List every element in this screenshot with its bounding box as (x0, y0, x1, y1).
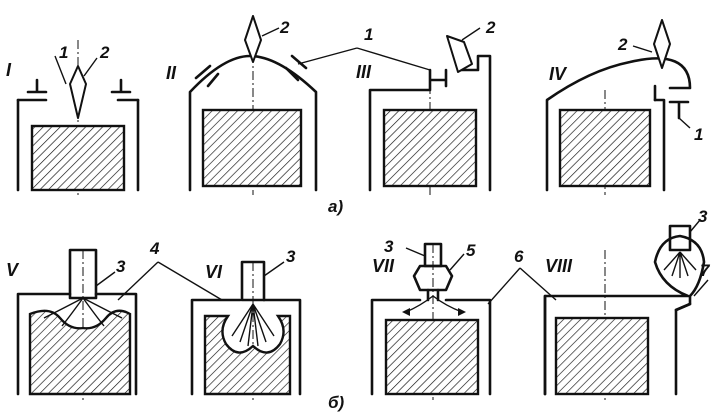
variant-label: IV (549, 64, 568, 84)
spark-plug-icon (653, 19, 671, 69)
spark-plug-icon (446, 35, 473, 73)
callout-number: 5 (466, 241, 476, 260)
callout-number: 4 (149, 239, 160, 258)
callout-number: 3 (286, 247, 296, 266)
chamber-variant-6 (190, 260, 302, 400)
variant-label: VII (372, 256, 395, 276)
chamber-variant-5 (16, 248, 138, 400)
chamber-variant-4 (545, 19, 692, 195)
piston (28, 309, 132, 396)
chamber-variant-8 (543, 219, 709, 400)
callout-number: 3 (384, 237, 394, 256)
spark-plug-icon (244, 15, 262, 63)
piston (554, 316, 650, 396)
callout-number: 6 (514, 247, 524, 266)
piston (201, 108, 303, 188)
variant-label: II (166, 63, 177, 83)
piston (384, 318, 480, 396)
callout-number: 1 (694, 125, 703, 144)
chamber-variant-7 (370, 242, 492, 400)
callout-number: 1 (364, 25, 373, 44)
callout-number: 1 (59, 43, 68, 62)
callout-number: 2 (99, 43, 110, 62)
piston (382, 108, 478, 188)
variant-label: III (356, 62, 372, 82)
callout-number: 3 (698, 207, 708, 226)
variant-label: V (6, 260, 20, 280)
callout-number: 2 (617, 35, 628, 54)
subfigure-caption: б) (328, 393, 345, 412)
piston (203, 314, 292, 396)
variant-label: VIII (545, 256, 573, 276)
piston (30, 124, 126, 192)
spark-plug-icon (69, 65, 87, 119)
callout-number: 2 (485, 18, 496, 37)
subfigure-caption: а) (328, 197, 343, 216)
callout-number: 7 (700, 261, 711, 280)
chamber-variant-3 (368, 27, 492, 195)
variant-label: I (6, 60, 12, 80)
injector-body (668, 224, 692, 252)
callout-number: 2 (279, 18, 290, 37)
callout-number: 3 (116, 257, 126, 276)
chamber-variant-1 (16, 40, 140, 195)
piston (558, 108, 652, 188)
prechamber (412, 264, 454, 292)
variant-label: VI (205, 262, 223, 282)
chamber-variant-2 (188, 15, 318, 195)
